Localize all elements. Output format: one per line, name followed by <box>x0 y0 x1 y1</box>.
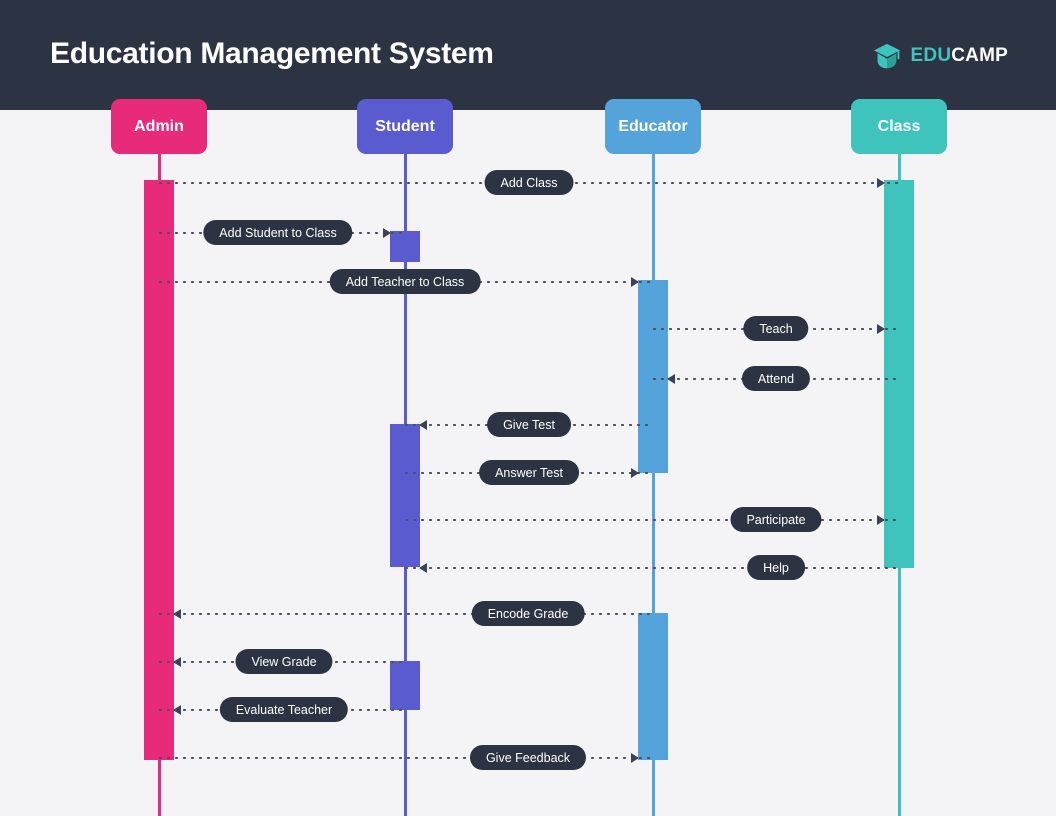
message-add-class[interactable]: Add Class <box>159 170 899 195</box>
brand-edu-text: EDU <box>910 45 952 66</box>
arrowhead-left-icon <box>419 563 427 573</box>
message-label: Attend <box>741 366 811 391</box>
brand-logo: EDUCAMP <box>872 41 1008 71</box>
message-give-feedback[interactable]: Give Feedback <box>159 745 653 770</box>
message-label: Add Teacher to Class <box>329 269 481 294</box>
message-view-grade[interactable]: View Grade <box>159 649 405 674</box>
arrowhead-left-icon <box>667 374 675 384</box>
message-encode-grade[interactable]: Encode Grade <box>159 601 653 626</box>
message-add-student-to-class[interactable]: Add Student to Class <box>159 220 405 245</box>
message-label: Evaluate Teacher <box>219 697 349 722</box>
arrowhead-left-icon <box>419 420 427 430</box>
message-participate[interactable]: Participate <box>405 507 899 532</box>
page-title: Education Management System <box>50 37 494 70</box>
message-label: Add Student to Class <box>203 220 353 245</box>
arrowhead-right-icon <box>631 277 639 287</box>
arrowhead-right-icon <box>877 178 885 188</box>
arrowhead-right-icon <box>877 515 885 525</box>
message-add-teacher-to-class[interactable]: Add Teacher to Class <box>159 269 653 294</box>
arrowhead-left-icon <box>173 657 181 667</box>
message-label: Teach <box>743 316 809 341</box>
message-label: Participate <box>730 507 822 532</box>
activation-bar-admin <box>144 180 174 760</box>
activation-bar-educator <box>638 613 668 760</box>
actor-header-educator[interactable]: Educator <box>605 99 701 154</box>
activation-bar-student <box>390 661 420 710</box>
message-label: Encode Grade <box>471 601 585 626</box>
brand-camp-text: CAMP <box>951 45 1008 66</box>
actor-header-class[interactable]: Class <box>851 99 947 154</box>
lifeline-educator <box>651 154 655 816</box>
message-attend[interactable]: Attend <box>653 366 899 391</box>
activation-bar-student <box>390 231 420 262</box>
message-answer-test[interactable]: Answer Test <box>405 460 653 485</box>
activation-bar-educator <box>638 280 668 473</box>
message-label: Help <box>747 555 805 580</box>
arrowhead-right-icon <box>631 468 639 478</box>
message-teach[interactable]: Teach <box>653 316 899 341</box>
message-label: Give Test <box>487 412 571 437</box>
arrowhead-left-icon <box>173 705 181 715</box>
message-help[interactable]: Help <box>405 555 899 580</box>
message-label: Add Class <box>484 170 574 195</box>
message-evaluate-teacher[interactable]: Evaluate Teacher <box>159 697 405 722</box>
actor-header-admin[interactable]: Admin <box>111 99 207 154</box>
message-label: Give Feedback <box>469 745 587 770</box>
page-header: Education Management System EDUCAMP <box>0 0 1056 110</box>
message-line <box>159 613 653 615</box>
arrowhead-left-icon <box>173 609 181 619</box>
arrowhead-right-icon <box>877 324 885 334</box>
message-line <box>405 567 899 569</box>
message-label: Answer Test <box>479 460 579 485</box>
message-give-test[interactable]: Give Test <box>405 412 653 437</box>
arrowhead-right-icon <box>383 228 391 238</box>
activation-bar-class <box>884 180 914 568</box>
message-line <box>159 757 653 759</box>
actor-header-student[interactable]: Student <box>357 99 453 154</box>
activation-bar-student <box>390 424 420 567</box>
brand-text: EDUCAMP <box>911 45 1008 67</box>
graduation-cap-icon <box>873 43 900 69</box>
message-line <box>405 519 899 521</box>
arrowhead-right-icon <box>631 753 639 763</box>
message-label: View Grade <box>235 649 333 674</box>
